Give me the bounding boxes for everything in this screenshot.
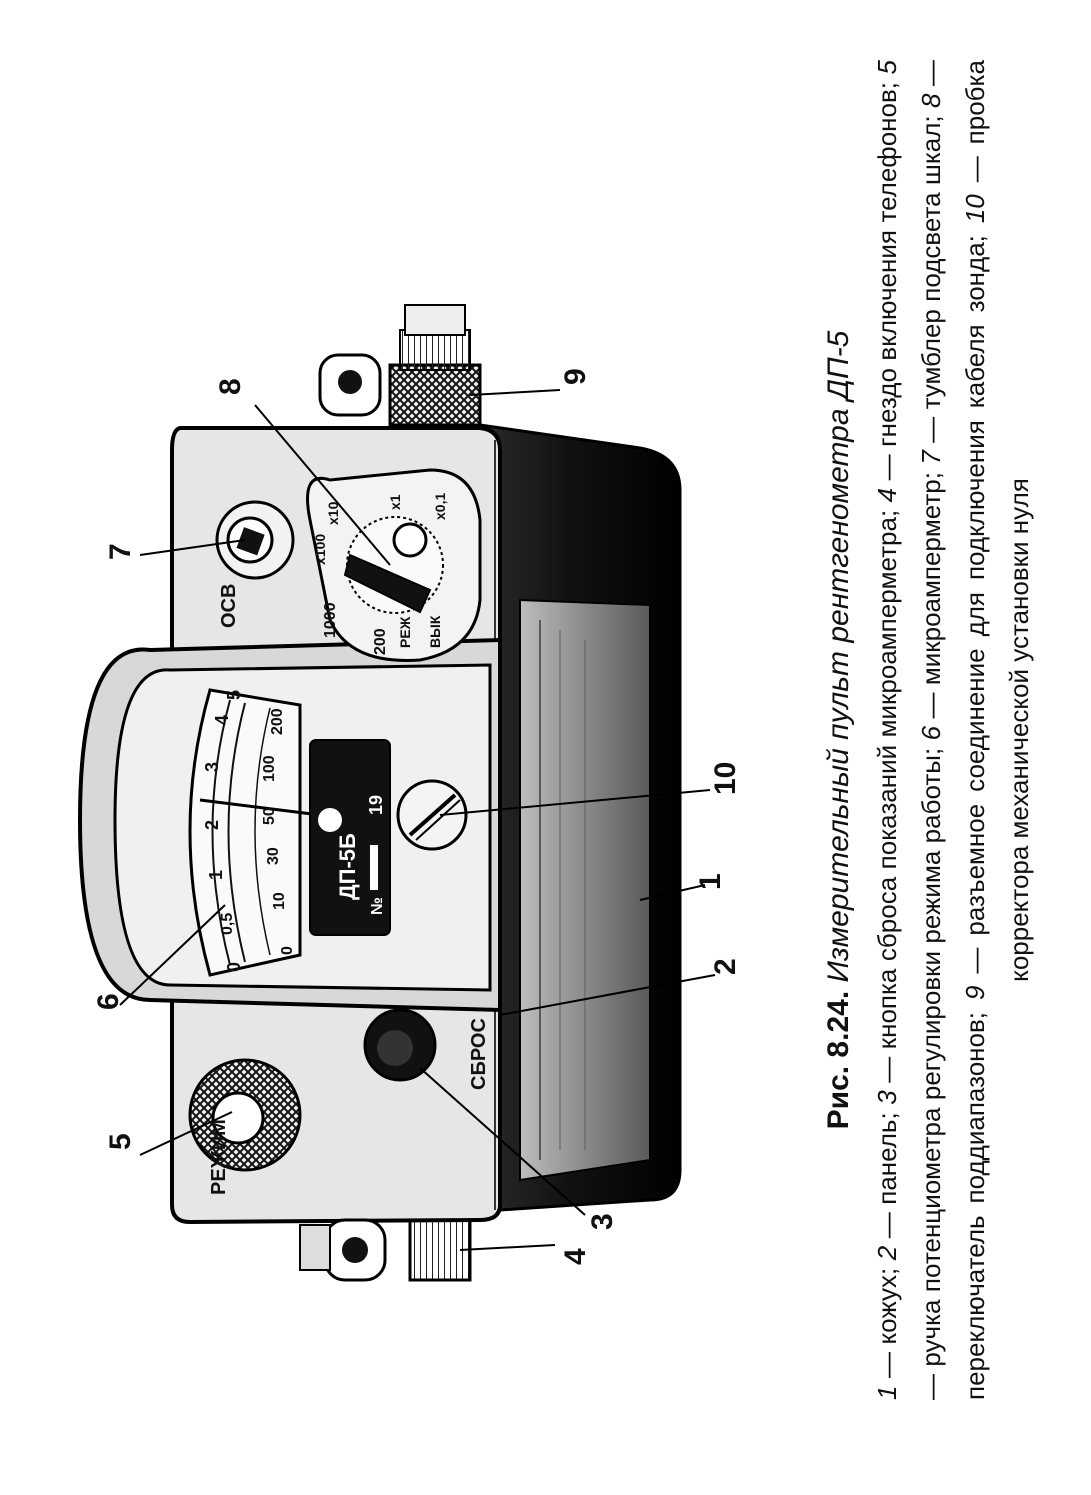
switch-pos-x10: х10 [325,501,341,525]
scale-upper-3: 2 [202,820,222,830]
legend-item-text: микроамперметр; [916,472,946,686]
legend-item-text: гнездо включения телефонов; [872,81,902,447]
callout-9: 9 [559,368,592,385]
legend-item-text: разъемное соединение для подключения каб… [960,235,990,936]
serial-number: 19 [366,795,386,815]
legend-item-dash: — [872,1212,902,1239]
scale-lower-1: 10 [271,892,288,910]
legend-item: 4 — гнездо включения телефонов; [872,82,902,502]
legend-item-number: 7 [916,450,946,465]
callout-8: 8 [214,378,247,395]
legend-item: 1 — кожух; [872,1268,902,1400]
scale-upper-5: 4 [212,715,232,725]
light-label: ОСВ [218,584,240,628]
mode-label: РЕЖИМ [208,1119,230,1195]
legend-item-number: 5 [872,60,902,75]
legend-item-text: тумблер подсвета шкал; [916,115,946,410]
legend-item-number: 9 [960,985,990,1001]
figure-caption: Рис. 8.24. Измерительный пульт рентгеном… [819,60,1041,1400]
cable-connector [318,304,482,427]
legend-item-number: 10 [960,194,990,224]
legend-item-number: 1 [872,1385,902,1400]
legend-item-dash: — [872,454,902,481]
legend-item-dash: — [916,1374,946,1400]
callout-numbers: 1 2 3 4 5 6 7 8 9 10 [92,368,742,1265]
legend-item-dash: — [960,947,990,974]
legend-item-dash: — [916,692,946,719]
switch-pos-200: 200 [372,628,389,655]
legend-item-dash: — [872,1056,902,1083]
scale-lower-4: 100 [261,755,278,782]
scale-upper-1: 0,5 [219,913,236,935]
scale-lower-0: 0 [279,946,296,955]
legend-item-number: 4 [872,487,902,503]
figure-legend: 1 — кожух; 2 — панель; 3 — кнопка сброса… [865,60,1041,1400]
legend-item-text: переключатель поддиапазонов; [960,1011,990,1400]
legend-item-dash: — [916,416,946,443]
legend-item: 9 — разъемное соединение для подключения… [960,235,990,1000]
legend-item: 3 — кнопка сброса показаний микроамперме… [872,510,902,1105]
scale-upper-2: 1 [206,870,226,880]
legend-item: 6 — микроамперметр; [916,472,946,740]
legend-item-text: кожух; [872,1267,902,1345]
scale-lower-2: 30 [265,847,282,865]
legend-item-number: 8 [916,93,946,108]
callout-5: 5 [104,1133,137,1150]
model-label: ДП-5Б [335,833,360,900]
legend-item-text: ручка потенциометра регулировки режима р… [916,747,946,1367]
legend-item-number: 6 [916,725,946,741]
callout-2: 2 [709,958,742,975]
legend-item-text: кнопка сброса показаний микроамперметра; [872,509,902,1050]
scale-lower-5: 200 [269,708,286,735]
figure-number: Рис. 8.24. [822,990,855,1130]
legend-item-number: 3 [872,1090,902,1105]
switch-pos-x01: х0,1 [432,493,448,520]
switch-pos-x100: х100 [312,534,328,565]
legend-item-text: панель; [872,1112,902,1205]
figure-title-line: Рис. 8.24. Измерительный пульт рентгеном… [819,60,859,1400]
mode-knob: РЕЖИМ [188,1058,302,1195]
microammeter: 0 0,5 1 2 3 4 5 0 10 30 50 100 200 ДП-5Б… [77,637,502,1013]
callout-6: 6 [92,993,125,1010]
reset-label: СБРОС [468,1018,490,1090]
callout-leaders [119,389,716,1251]
legend-item-dash: — [916,60,946,87]
callout-4: 4 [559,1248,592,1265]
scale-upper-6: 5 [224,690,244,700]
legend-item: 7 — тумблер подсвета шкал; [916,115,946,464]
figure-title: Измерительный пульт рентгенометра ДП-5 [822,330,855,983]
legend-item: 2 — панель; [872,1112,902,1260]
switch-pos-x1: х1 [387,494,403,510]
callout-1: 1 [694,873,727,890]
legend-item-number: 2 [872,1245,902,1261]
legend-item-dash: — [872,1352,902,1379]
zero-corrector-plug [396,779,468,851]
switch-pos-off: ВЫК [427,615,443,648]
case-body [478,423,682,1212]
callout-10: 10 [709,762,742,795]
scale-upper-0: 0 [224,962,244,972]
serial-prefix: № [369,897,386,915]
scale-upper-4: 3 [202,762,222,772]
phone-jack [299,1218,472,1282]
callout-7: 7 [104,543,137,560]
switch-pos-mode: РЕЖ [397,616,413,648]
callout-3: 3 [586,1213,619,1230]
reset-button: СБРОС [363,1008,490,1090]
scale-lower-3: 50 [261,807,278,825]
switch-pos-1000: 1000 [322,602,339,638]
light-toggle: ОСВ [215,500,295,628]
legend-item-dash: — [960,156,990,183]
